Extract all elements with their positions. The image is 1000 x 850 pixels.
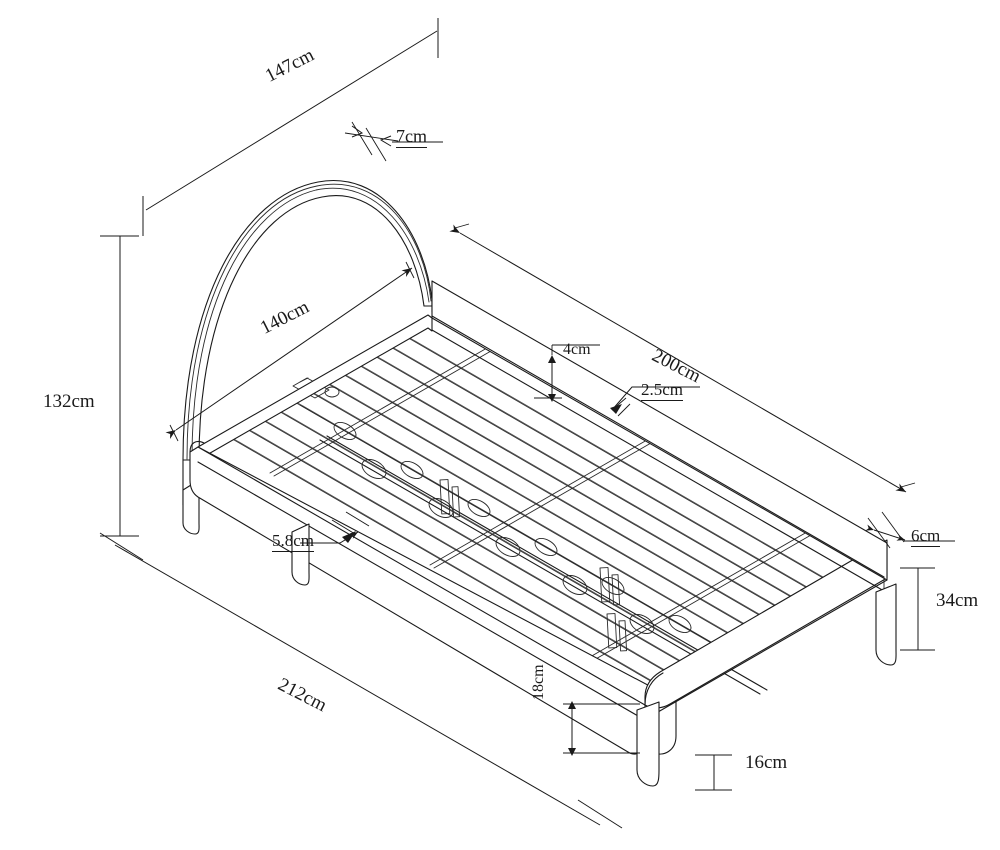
dim-label-slat-thickness: 4cm	[563, 341, 591, 358]
dim-slat-thickness	[534, 344, 600, 402]
dim-overall-length	[99, 532, 623, 829]
dim-label-rail-top-thickness: 6cm	[911, 526, 941, 547]
dim-side-rail-thickness	[610, 386, 700, 417]
dim-rail-top-thickness	[865, 511, 955, 549]
dim-mattress-width	[165, 261, 415, 442]
dim-slat-width	[300, 511, 370, 544]
dim-label-headboard-thickness: 7cm	[396, 126, 427, 148]
dim-overall-width	[142, 18, 439, 236]
dim-rail-depth	[563, 701, 640, 756]
dim-overall-height	[100, 235, 139, 537]
dim-mattress-length	[449, 223, 916, 493]
dim-label-slat-width: 5.8cm	[272, 531, 315, 552]
dim-label-side-rail-thickness: 2.5cm	[641, 380, 684, 401]
dim-label-leg-height: 16cm	[745, 752, 788, 773]
dim-headboard-thickness	[344, 121, 443, 162]
dim-label-rail-depth: 18cm	[530, 664, 547, 700]
dim-frame-height	[900, 567, 935, 651]
center-support-rail	[319, 435, 768, 695]
dim-label-overall-height: 132cm	[43, 391, 95, 412]
legs	[291, 523, 897, 787]
dim-leg-height	[695, 754, 732, 791]
dim-label-frame-height: 34cm	[936, 590, 979, 611]
support-strap-upper	[299, 404, 741, 660]
